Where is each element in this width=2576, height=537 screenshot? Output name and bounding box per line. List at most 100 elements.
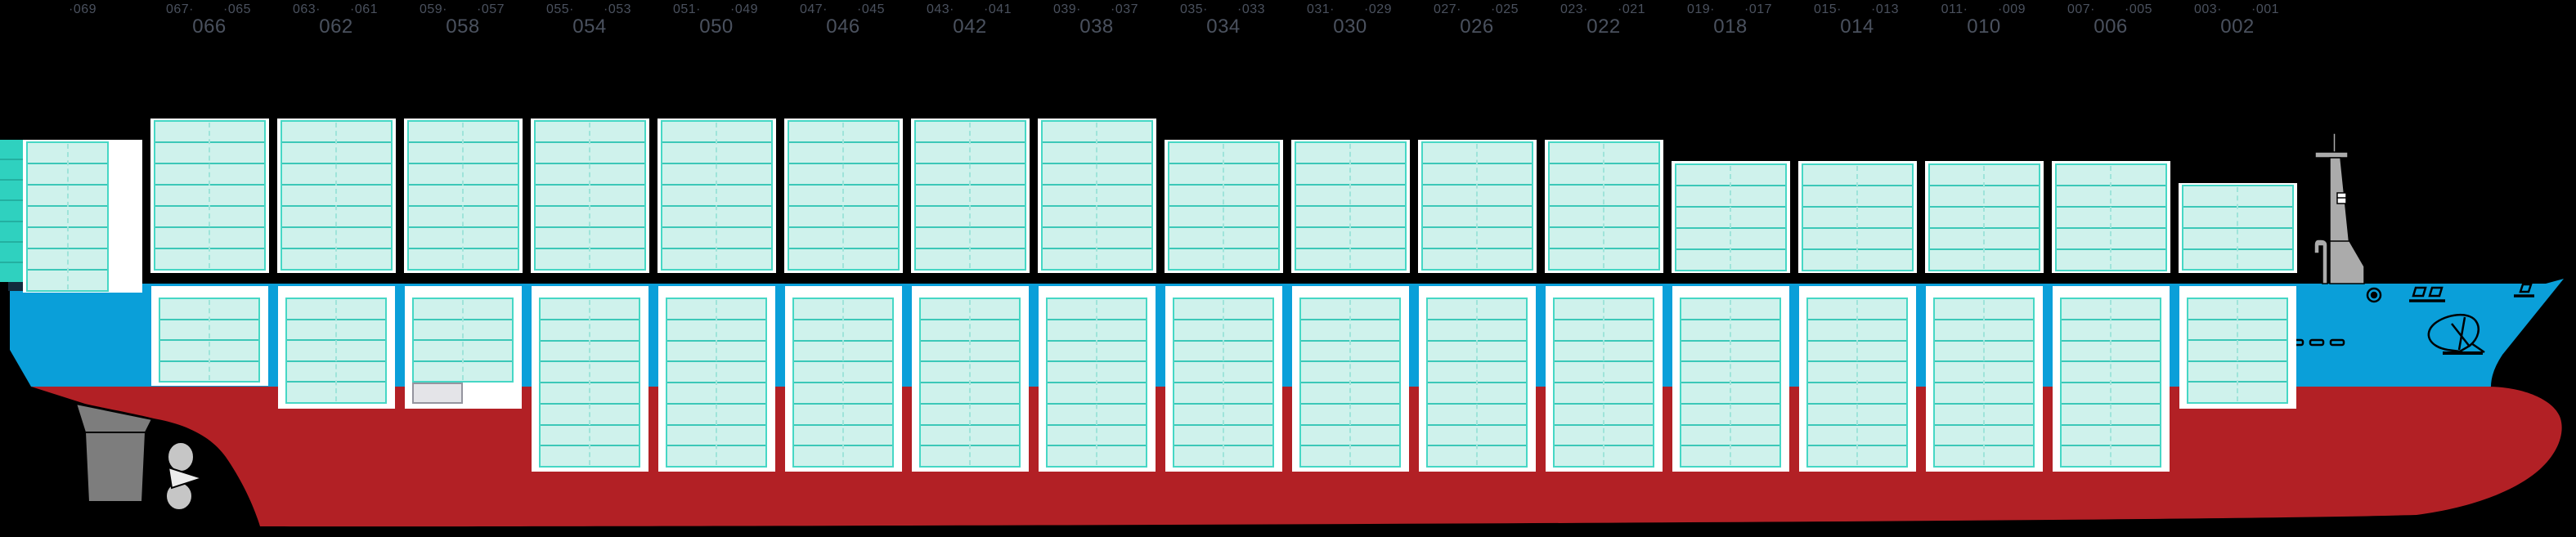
bay-062-hold-stack[interactable] xyxy=(285,298,387,404)
odd-label-right-042: ·041 xyxy=(983,2,1012,16)
gray-container[interactable] xyxy=(412,383,463,404)
bay-010-hold-stack[interactable] xyxy=(1933,298,2035,468)
bay-006-hold-stack[interactable] xyxy=(2060,298,2161,468)
twenty-foot-divider xyxy=(1856,300,1858,465)
bay-label-046[interactable]: 046 xyxy=(826,16,860,38)
bay-034-deck-stack[interactable] xyxy=(1167,141,1280,271)
bay-030-hold-stack[interactable] xyxy=(1299,298,1401,468)
bay-014-hold-stack[interactable] xyxy=(1806,298,1908,468)
twenty-foot-divider xyxy=(1096,300,1097,465)
bay-046-hold-stack[interactable] xyxy=(792,298,894,468)
bay-label-038[interactable]: 038 xyxy=(1079,16,1114,38)
teal-strip-row xyxy=(0,179,23,199)
bay-label-034[interactable]: 034 xyxy=(1206,16,1241,38)
bay-069-deck-stack[interactable] xyxy=(26,141,109,293)
odd-label-right-030: ·029 xyxy=(1363,2,1393,16)
bay-label-050[interactable]: 050 xyxy=(699,16,734,38)
twenty-foot-divider xyxy=(1603,300,1604,465)
bay-022-hold-stack[interactable] xyxy=(1553,298,1654,468)
odd-label-026: 027· xyxy=(1433,2,1462,16)
odd-label-right-002: ·001 xyxy=(2251,2,2280,16)
bay-002-deck-stack[interactable] xyxy=(2181,185,2294,271)
bay-label-042[interactable]: 042 xyxy=(953,16,987,38)
bay-label-018[interactable]: 018 xyxy=(1713,16,1748,38)
twenty-foot-divider xyxy=(1349,300,1351,465)
bay-label-030[interactable]: 030 xyxy=(1333,16,1367,38)
bay-042-deck-stack[interactable] xyxy=(913,120,1026,271)
twenty-foot-divider xyxy=(716,300,717,465)
bay-038-deck-stack[interactable] xyxy=(1040,120,1153,271)
twenty-foot-divider xyxy=(716,123,717,269)
bay-054-hold-stack[interactable] xyxy=(539,298,640,468)
bay-042-hold-stack[interactable] xyxy=(919,298,1021,468)
bay-066-hold-stack[interactable] xyxy=(159,298,260,383)
bay-026-deck-stack[interactable] xyxy=(1420,141,1533,271)
bay-label-014[interactable]: 014 xyxy=(1840,16,1874,38)
bow-mast xyxy=(2313,132,2365,284)
twenty-foot-divider xyxy=(842,300,844,465)
bay-066-deck-stack[interactable] xyxy=(153,120,266,271)
twenty-foot-divider xyxy=(969,123,971,269)
odd-label-right-066: ·065 xyxy=(222,2,252,16)
bay-046-deck-stack[interactable] xyxy=(787,120,900,271)
bay-062-deck-stack[interactable] xyxy=(280,120,393,271)
bay-058-deck-stack[interactable] xyxy=(406,120,519,271)
twenty-foot-divider xyxy=(1730,165,1731,269)
bay-006-deck-stack[interactable] xyxy=(2054,163,2167,271)
bay-label-026[interactable]: 026 xyxy=(1460,16,1494,38)
bay-label-010[interactable]: 010 xyxy=(1967,16,2001,38)
bay-054-deck-stack[interactable] xyxy=(533,120,646,271)
odd-label-014: 015· xyxy=(1813,2,1842,16)
bay-label-002[interactable]: 002 xyxy=(2220,16,2255,38)
odd-label-030: 031· xyxy=(1306,2,1335,16)
teal-strip-row xyxy=(0,159,23,179)
bay-014-deck-stack[interactable] xyxy=(1801,163,1914,271)
bay-002-hold-stack[interactable] xyxy=(2187,298,2288,404)
bay-038-hold-stack[interactable] xyxy=(1046,298,1147,468)
odd-label-050: 051· xyxy=(672,2,702,16)
teal-strip-row xyxy=(0,240,23,262)
bay-050-hold-stack[interactable] xyxy=(666,298,767,468)
bay-034-hold-stack[interactable] xyxy=(1173,298,1274,468)
rudder xyxy=(74,402,154,503)
odd-label-right-006: ·005 xyxy=(2124,2,2153,16)
teal-strip-row xyxy=(0,199,23,220)
odd-label-right-026: ·025 xyxy=(1490,2,1519,16)
bay-018-deck-stack[interactable] xyxy=(1674,163,1787,271)
twenty-foot-divider xyxy=(1349,144,1351,269)
bay-label-006[interactable]: 006 xyxy=(2094,16,2128,38)
bay-026-hold-stack[interactable] xyxy=(1426,298,1528,468)
teal-strip-row xyxy=(0,261,23,282)
odd-label-right-034: ·033 xyxy=(1236,2,1266,16)
twenty-foot-divider xyxy=(2237,187,2238,269)
twenty-foot-divider xyxy=(1730,300,1731,465)
bay-label-058[interactable]: 058 xyxy=(446,16,480,38)
bay-label-022[interactable]: 022 xyxy=(1586,16,1621,38)
odd-label-right-062: ·061 xyxy=(349,2,379,16)
bay-label-062[interactable]: 062 xyxy=(319,16,353,38)
odd-label-022: 023· xyxy=(1560,2,1589,16)
twenty-foot-divider xyxy=(1476,300,1478,465)
twenty-foot-divider xyxy=(969,300,971,465)
bay-050-deck-stack[interactable] xyxy=(660,120,773,271)
odd-label-069: ·069 xyxy=(68,2,97,16)
bay-label-054[interactable]: 054 xyxy=(572,16,607,38)
bay-018-hold-stack[interactable] xyxy=(1680,298,1781,468)
odd-label-046: 047· xyxy=(799,2,828,16)
odd-label-058: 059· xyxy=(419,2,448,16)
odd-label-right-018: ·017 xyxy=(1744,2,1773,16)
bay-label-066[interactable]: 066 xyxy=(192,16,227,38)
twenty-foot-divider xyxy=(66,144,69,290)
odd-label-right-050: ·049 xyxy=(729,2,759,16)
odd-label-066: 067· xyxy=(165,2,195,16)
bay-030-deck-stack[interactable] xyxy=(1294,141,1407,271)
twenty-foot-divider xyxy=(462,300,464,380)
bay-022-deck-stack[interactable] xyxy=(1547,141,1660,271)
bay-010-deck-stack[interactable] xyxy=(1928,163,2040,271)
odd-label-006: 007· xyxy=(2067,2,2096,16)
odd-label-right-010: ·009 xyxy=(1997,2,2026,16)
bay-058-hold-stack[interactable] xyxy=(412,298,514,383)
odd-label-034: 035· xyxy=(1179,2,1209,16)
